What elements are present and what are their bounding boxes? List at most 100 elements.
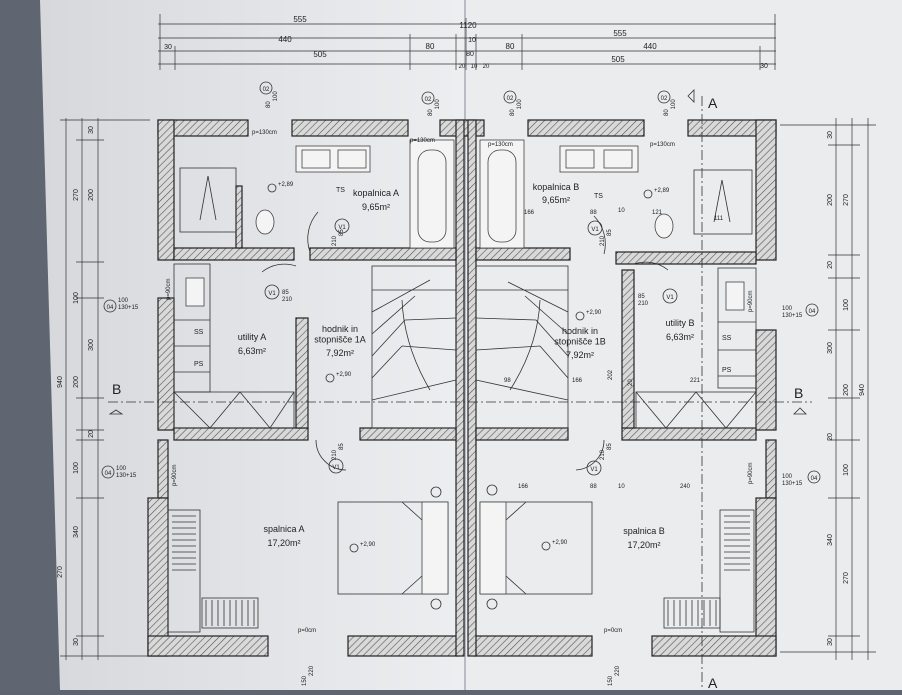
inner-dim-240: 240	[680, 484, 691, 490]
equip-ts-b: TS	[594, 193, 603, 200]
bathroom-fixtures	[179, 139, 753, 249]
tag-02-a: 02	[263, 87, 270, 93]
tag-04-b: 04	[105, 471, 112, 477]
equip-ss-b: SS	[722, 335, 732, 342]
level-289-a: +2,89	[278, 182, 294, 188]
dim-top-555-right: 555	[613, 29, 627, 38]
inner-dim-98: 98	[504, 378, 511, 384]
door-210-85-c: 21085	[600, 229, 613, 246]
sill-90-d: p=90cm	[748, 462, 754, 484]
inner-dim-10-a: 10	[618, 208, 625, 214]
walls	[147, 119, 777, 657]
staircase-a	[371, 265, 457, 429]
top-dimensions: 555 1120 555 440 80 10 80 440 30 505 80 …	[158, 14, 776, 70]
inner-dim-221: 221	[690, 378, 701, 384]
room-utility-b-name: utility B	[665, 318, 694, 328]
inner-dim-166-c: 166	[518, 484, 529, 490]
dim-right-200: 200	[827, 194, 834, 206]
sill-90-a: p=90cm	[166, 278, 172, 300]
room-utility-a-name: utility A	[238, 332, 267, 342]
inner-dimensions: 166 88 10 121 111 98 166 202 221 20 166 …	[504, 208, 724, 490]
dim-left-270-bottom: 270	[57, 566, 64, 578]
room-utility-b-area: 6,63m²	[666, 332, 694, 342]
section-lines: A A B B	[108, 89, 812, 691]
dim-left-340: 340	[73, 526, 80, 538]
element-tags: 02 02 02 02 04 04 04 04 V1 V1 V1 V1 V1 V…	[101, 81, 821, 484]
sill-130-d: p=130cm	[650, 142, 675, 148]
section-mark-a-top: A	[708, 95, 718, 111]
equip-ps-a: PS	[194, 361, 204, 368]
level-290-b: +2,90	[586, 310, 602, 316]
tag-04-d: 04	[811, 476, 818, 482]
room-spalnica-a-area: 17,20m²	[267, 538, 300, 548]
built-in-storage	[167, 263, 757, 633]
bed-b	[479, 484, 593, 610]
dim-top-80-left: 80	[426, 42, 435, 51]
inner-dim-88-b: 88	[590, 484, 597, 490]
room-kopalnica-b-name: kopalnica B	[533, 182, 580, 192]
inner-dim-202: 202	[608, 369, 614, 380]
level-289-b: +2,89	[654, 188, 670, 194]
level-290-d: +2,90	[552, 540, 568, 546]
room-kopalnica-a-area: 9,65m²	[362, 202, 390, 212]
window-80-100-b: 80100	[428, 99, 441, 116]
dim-top-1120: 1120	[459, 21, 477, 30]
tag-02-b: 02	[425, 97, 432, 103]
tag-v1-b: V1	[268, 291, 276, 297]
equipment-labels: TS TS SS PS SS PS	[194, 187, 732, 374]
inner-dim-166-b: 166	[572, 378, 583, 384]
dim-left-100-top: 100	[73, 292, 80, 304]
tag-04-a: 04	[107, 305, 114, 311]
dim-left-200: 200	[88, 189, 95, 201]
section-mark-b-right: B	[794, 385, 803, 401]
sill-130-c: p=130cm	[488, 142, 513, 148]
dim-left-200-mid: 200	[73, 376, 80, 388]
dim-left-20: 20	[88, 430, 95, 438]
dim-left-100-bottom: 100	[73, 462, 80, 474]
section-mark-a-bottom: A	[708, 675, 718, 690]
inner-dim-111: 111	[714, 216, 724, 222]
left-dimensions: 30 270 200 100 300 200 20 100 940 340 27…	[57, 118, 150, 660]
level-290-c: +2,90	[360, 542, 376, 548]
sill-0-b: p=0cm	[604, 628, 622, 634]
dim-right-100-top: 100	[843, 299, 850, 311]
room-hodnik-a-area: 7,92m²	[326, 348, 354, 358]
equip-ps-b: PS	[722, 367, 732, 374]
door-swings	[261, 211, 669, 471]
dim-right-200-mid: 200	[843, 384, 850, 396]
inner-dim-20: 20	[628, 379, 634, 386]
dim-top-20-a: 20	[459, 64, 466, 70]
window-80-100-a: 80100	[266, 91, 279, 108]
dim-left-30-bottom: 30	[73, 638, 80, 646]
sill-90-b: p=90cm	[172, 464, 178, 486]
room-hodnik-b-area: 7,92m²	[566, 350, 594, 360]
staircase-b	[475, 265, 569, 429]
tag-04-c: 04	[809, 309, 816, 315]
dim-top-80-right: 80	[506, 42, 515, 51]
dim-top-10-b: 10	[471, 64, 478, 70]
door-210-85-a: 21085	[332, 229, 345, 246]
sill-0-a: p=0cm	[298, 628, 316, 634]
dim-top-10: 10	[468, 37, 476, 44]
room-utility-a-area: 6,63m²	[238, 346, 266, 356]
inner-dim-121: 121	[652, 210, 663, 216]
dim-left-30-top: 30	[88, 126, 95, 134]
door-210-85-b: 21085	[332, 443, 345, 460]
sill-130-b: p=130cm	[410, 138, 435, 144]
door-210-85-d: 21085	[600, 443, 613, 460]
dim-top-30-right: 30	[760, 63, 768, 70]
inner-dim-166-a: 166	[524, 210, 535, 216]
dim-top-505-right: 505	[611, 55, 625, 64]
dim-right-270-bottom: 270	[843, 572, 850, 584]
dim-top-80-mid: 80	[466, 51, 474, 58]
dim-right-30-top: 30	[827, 131, 834, 139]
dim-right-340: 340	[827, 534, 834, 546]
dim-right-30-bottom: 30	[827, 638, 834, 646]
